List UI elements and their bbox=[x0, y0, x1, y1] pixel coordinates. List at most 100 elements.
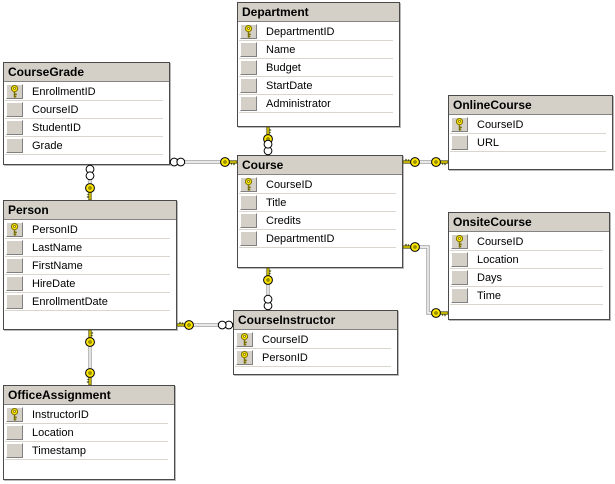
one-side-key-symbol bbox=[220, 157, 237, 167]
column-row-CourseID[interactable]: CourseID bbox=[239, 176, 396, 194]
row-selector[interactable] bbox=[451, 288, 468, 303]
column-row-CourseID[interactable]: CourseID bbox=[450, 116, 606, 134]
table-title-OnlineCourse[interactable]: OnlineCourse bbox=[449, 96, 612, 115]
table-title-Course[interactable]: Course bbox=[238, 156, 402, 175]
column-row-EnrollmentID[interactable]: EnrollmentID bbox=[5, 83, 163, 101]
many-side-infinity-symbol bbox=[217, 320, 234, 330]
relationship-Person-CourseInstructor[interactable] bbox=[177, 320, 234, 330]
primary-key-icon bbox=[10, 84, 19, 98]
table-title-CourseInstructor[interactable]: CourseInstructor bbox=[234, 311, 397, 330]
column-row-PersonID[interactable]: PersonID bbox=[5, 221, 170, 239]
column-row-URL[interactable]: URL bbox=[450, 134, 606, 152]
column-row-Location[interactable]: Location bbox=[5, 424, 168, 442]
column-row-Administrator[interactable]: Administrator bbox=[239, 95, 393, 113]
column-row-StudentID[interactable]: StudentID bbox=[5, 119, 163, 137]
column-name: CourseID bbox=[477, 235, 524, 248]
column-row-CourseID[interactable]: CourseID bbox=[5, 101, 163, 119]
column-row-DepartmentID[interactable]: DepartmentID bbox=[239, 23, 393, 41]
row-selector-primary-key[interactable] bbox=[451, 117, 468, 132]
relationship-Course-OnsiteCourse[interactable] bbox=[403, 242, 448, 318]
row-selector[interactable] bbox=[6, 425, 23, 440]
table-title-CourseGrade[interactable]: CourseGrade bbox=[4, 63, 169, 82]
column-name: PersonID bbox=[32, 223, 78, 236]
row-selector-primary-key[interactable] bbox=[6, 222, 23, 237]
column-row-Title[interactable]: Title bbox=[239, 194, 396, 212]
row-selector[interactable] bbox=[6, 294, 23, 309]
column-row-DepartmentID[interactable]: DepartmentID bbox=[239, 230, 396, 248]
row-selector-primary-key[interactable] bbox=[240, 177, 257, 192]
row-selector[interactable] bbox=[240, 78, 257, 93]
column-name: DepartmentID bbox=[266, 25, 335, 38]
row-selector[interactable] bbox=[6, 443, 23, 458]
row-selector[interactable] bbox=[240, 195, 257, 210]
row-selector-primary-key[interactable] bbox=[6, 84, 23, 99]
relationship-Person-OfficeAssignment[interactable] bbox=[85, 330, 95, 385]
row-selector[interactable] bbox=[451, 252, 468, 267]
table-title-Person[interactable]: Person bbox=[4, 201, 176, 220]
table-title-Department[interactable]: Department bbox=[238, 3, 399, 22]
one-side-key-symbol bbox=[177, 320, 194, 330]
row-selector[interactable] bbox=[6, 276, 23, 291]
column-name: InstructorID bbox=[32, 408, 89, 421]
relationship-CourseGrade-Course[interactable] bbox=[169, 157, 237, 167]
row-selector-primary-key[interactable] bbox=[240, 24, 257, 39]
row-selector-primary-key[interactable] bbox=[236, 350, 253, 365]
table-title-OfficeAssignment[interactable]: OfficeAssignment bbox=[4, 386, 174, 405]
relationship-CourseGrade-Person[interactable] bbox=[85, 164, 95, 200]
row-selector[interactable] bbox=[240, 231, 257, 246]
row-selector-primary-key[interactable] bbox=[6, 407, 23, 422]
column-name: Budget bbox=[266, 61, 301, 74]
table-title-OnsiteCourse[interactable]: OnsiteCourse bbox=[449, 213, 609, 232]
row-selector[interactable] bbox=[240, 60, 257, 75]
row-selector-primary-key[interactable] bbox=[451, 234, 468, 249]
relationship-Course-OnlineCourse[interactable] bbox=[403, 157, 448, 167]
row-selector[interactable] bbox=[6, 138, 23, 153]
row-selector[interactable] bbox=[6, 120, 23, 135]
row-selector[interactable] bbox=[240, 42, 257, 57]
row-selector[interactable] bbox=[6, 258, 23, 273]
column-row-Days[interactable]: Days bbox=[450, 269, 603, 287]
column-row-FirstName[interactable]: FirstName bbox=[5, 257, 170, 275]
primary-key-icon bbox=[455, 117, 464, 131]
column-row-HireDate[interactable]: HireDate bbox=[5, 275, 170, 293]
one-side-key-symbol bbox=[85, 330, 95, 347]
column-row-Budget[interactable]: Budget bbox=[239, 59, 393, 77]
column-row-LastName[interactable]: LastName bbox=[5, 239, 170, 257]
column-row-PersonID[interactable]: PersonID bbox=[235, 349, 391, 367]
one-side-key-symbol bbox=[263, 268, 273, 285]
column-name: Time bbox=[477, 289, 502, 302]
column-name: PersonID bbox=[262, 351, 308, 364]
column-row-EnrollmentDate[interactable]: EnrollmentDate bbox=[5, 293, 170, 311]
row-selector[interactable] bbox=[451, 270, 468, 285]
one-side-key-symbol bbox=[263, 127, 273, 144]
row-selector-primary-key[interactable] bbox=[236, 332, 253, 347]
column-row-StartDate[interactable]: StartDate bbox=[239, 77, 393, 95]
column-row-Grade[interactable]: Grade bbox=[5, 137, 163, 155]
table-columns: CourseID PersonID bbox=[234, 330, 397, 374]
column-row-CourseID[interactable]: CourseID bbox=[450, 233, 603, 251]
column-row-Time[interactable]: Time bbox=[450, 287, 603, 305]
row-selector[interactable] bbox=[6, 102, 23, 117]
column-row-Timestamp[interactable]: Timestamp bbox=[5, 442, 168, 460]
row-selector[interactable] bbox=[6, 240, 23, 255]
column-row-Name[interactable]: Name bbox=[239, 41, 393, 59]
relationship-Department-Course[interactable] bbox=[263, 127, 273, 156]
row-selector[interactable] bbox=[240, 213, 257, 228]
column-row-Credits[interactable]: Credits bbox=[239, 212, 396, 230]
column-row-Location[interactable]: Location bbox=[450, 251, 603, 269]
row-selector[interactable] bbox=[240, 96, 257, 111]
column-row-CourseID[interactable]: CourseID bbox=[235, 331, 391, 349]
relationship-Course-CourseInstructor[interactable] bbox=[263, 268, 273, 311]
column-row-InstructorID[interactable]: InstructorID bbox=[5, 406, 168, 424]
row-selector[interactable] bbox=[451, 135, 468, 150]
